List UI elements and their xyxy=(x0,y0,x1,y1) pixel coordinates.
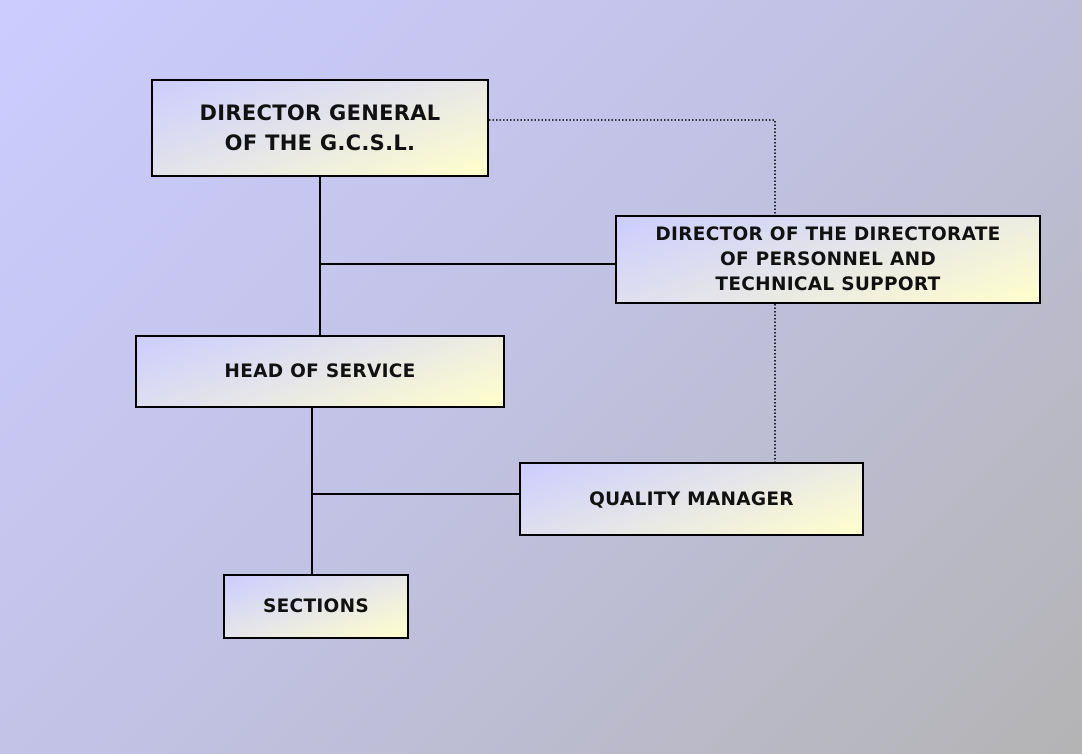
director-personnel-box: DIRECTOR OF THE DIRECTORATE OF PERSONNEL… xyxy=(615,215,1041,304)
dotted-connector-dg-to-director-personnel xyxy=(489,119,776,215)
director-general-box: DIRECTOR GENERAL OF THE G.C.S.L. xyxy=(151,79,489,177)
head-of-service-label: HEAD OF SERVICE xyxy=(224,361,416,382)
director-general-label: DIRECTOR GENERAL OF THE G.C.S.L. xyxy=(199,101,441,155)
quality-manager-box: QUALITY MANAGER xyxy=(519,462,864,536)
sections-label: SECTIONS xyxy=(263,596,369,617)
sections-box: SECTIONS xyxy=(223,574,409,639)
quality-manager-label: QUALITY MANAGER xyxy=(589,488,794,510)
director-personnel-label: DIRECTOR OF THE DIRECTORATE OF PERSONNEL… xyxy=(655,224,1001,295)
head-of-service-box: HEAD OF SERVICE xyxy=(135,335,505,408)
